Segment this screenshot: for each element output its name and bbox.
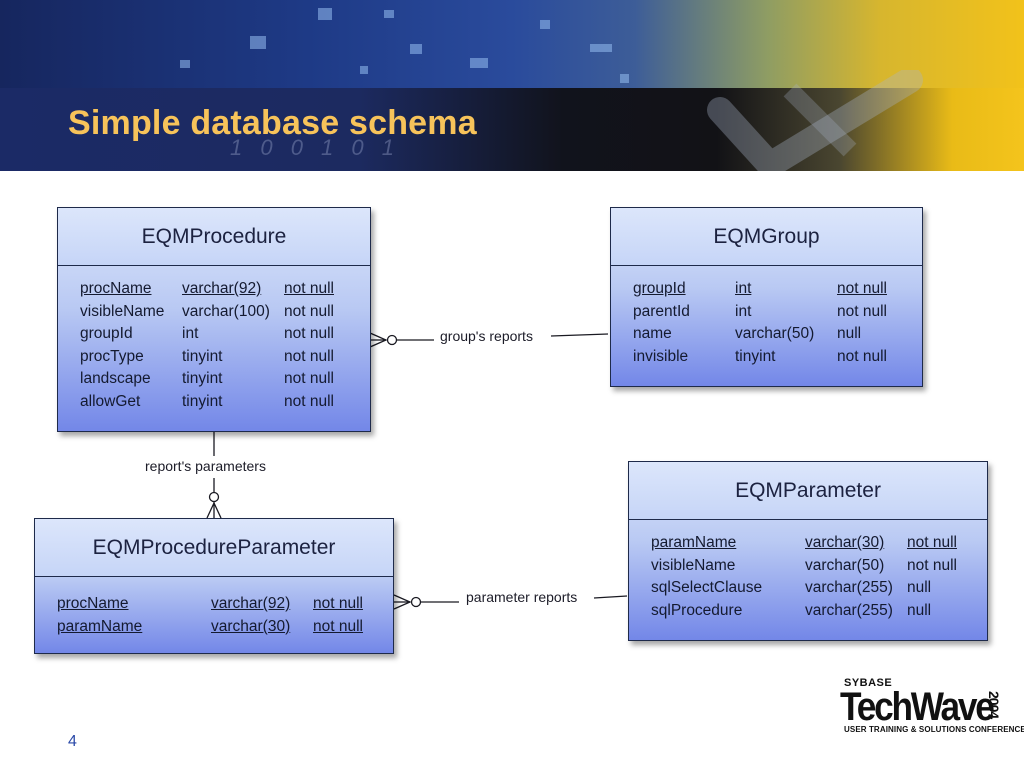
header-banner: 1 0 0 1 0 1 Simple database schema — [0, 0, 1024, 171]
optional-circle-procparam-top — [208, 491, 220, 503]
entity-title: EQMProcedureParameter — [35, 519, 393, 577]
optional-circle-procedure — [386, 334, 398, 346]
page-number: 4 — [68, 733, 77, 750]
optional-circle-procparam-right — [410, 596, 422, 608]
header-dark-band — [0, 88, 1024, 171]
relationship-label-groups-reports: group's reports — [440, 328, 533, 344]
logo-tagline: USER TRAINING & SOLUTIONS CONFERENCE — [844, 725, 1024, 734]
entity-title: EQMGroup — [611, 208, 922, 266]
techwave-logo: SYBASE TechWave 2004 USER TRAINING & SOL… — [840, 677, 1024, 749]
logo-year: 2004 — [986, 691, 1002, 719]
entity-title: EQMParameter — [629, 462, 987, 520]
parameter-reports-line-right — [593, 595, 628, 599]
entity-title: EQMProcedure — [58, 208, 370, 266]
checkmark-decoration — [707, 70, 923, 171]
logo-name: TechWave — [840, 685, 995, 729]
group-reports-line-right — [550, 333, 609, 337]
binary-decoration: 1 0 0 1 0 1 — [230, 135, 400, 160]
page-title: Simple database schema — [68, 104, 477, 142]
relationship-label-parameter-reports: parameter reports — [466, 589, 578, 605]
logo-brand: SYBASE — [844, 677, 893, 689]
relationship-label-reports-parameters: report's parameters — [145, 458, 266, 474]
